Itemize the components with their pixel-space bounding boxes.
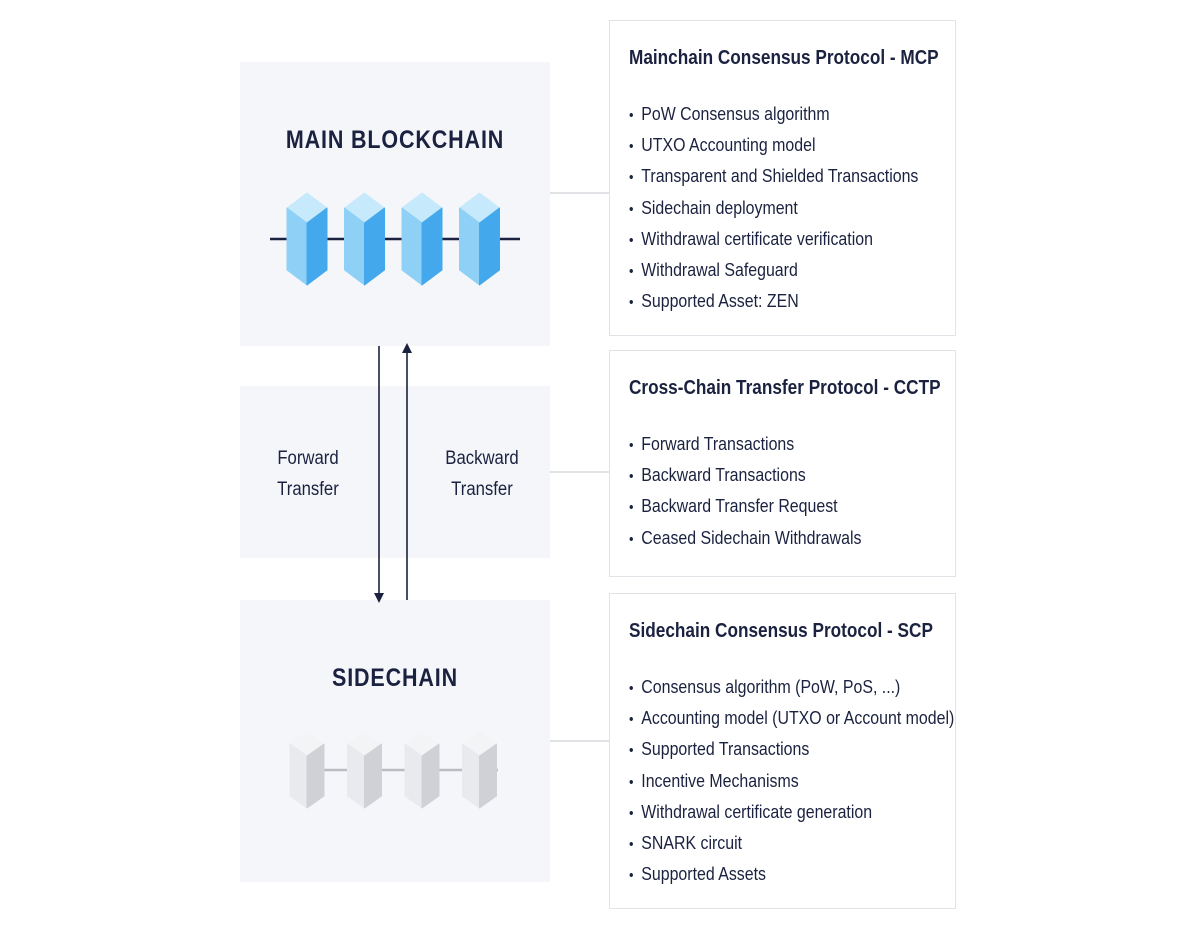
main-blockchain-panel: MAIN BLOCKCHAIN [240, 62, 550, 346]
list-item: Ceased Sidechain Withdrawals [629, 522, 861, 553]
list-item: Consensus algorithm (PoW, PoS, ...) [629, 671, 954, 702]
chain-block [404, 731, 440, 809]
cctp-card-title: Cross-Chain Transfer Protocol - CCTP [629, 377, 941, 399]
block-left-face [404, 743, 423, 809]
list-item: Withdrawal certificate verification [629, 223, 918, 254]
list-item: Backward Transactions [629, 459, 861, 490]
chain-block [401, 192, 443, 286]
backward-transfer-label: Backward Transfer [438, 443, 526, 505]
block-left-face [462, 743, 480, 809]
sidechain-title: SIDECHAIN [331, 664, 458, 692]
forward-transfer-label: Forward Transfer [264, 443, 352, 505]
forward-transfer-label-line2: Transfer [277, 479, 339, 500]
block-right-face [364, 743, 382, 809]
chain-block [347, 731, 382, 809]
list-item: Accounting model (UTXO or Account model) [629, 702, 954, 733]
list-item: Withdrawal Safeguard [629, 254, 918, 285]
list-item: Transparent and Shielded Transactions [629, 160, 918, 191]
chain-block [344, 192, 385, 286]
transfer-panel: Forward Transfer Backward Transfer [240, 386, 550, 558]
list-item: Supported Assets [629, 858, 954, 889]
backward-transfer-label-line1: Backward [445, 448, 519, 469]
list-item: Withdrawal certificate generation [629, 796, 954, 827]
cctp-card: Cross-Chain Transfer Protocol - CCTP For… [609, 350, 956, 577]
list-item: Supported Transactions [629, 733, 954, 764]
sidechain-panel: SIDECHAIN [240, 600, 550, 882]
chain-block [286, 192, 328, 286]
list-item: PoW Consensus algorithm [629, 98, 918, 129]
block-right-face [421, 207, 443, 286]
list-item: Incentive Mechanisms [629, 765, 954, 796]
chain-block [289, 731, 325, 809]
scp-feature-list: Consensus algorithm (PoW, PoS, ...) Acco… [629, 671, 1007, 889]
block-right-face [364, 207, 385, 286]
block-left-face [289, 743, 308, 809]
backward-transfer-label-line2: Transfer [451, 479, 513, 500]
block-right-face [306, 743, 325, 809]
block-left-face [347, 743, 365, 809]
block-right-face [306, 207, 328, 286]
mcp-card: Mainchain Consensus Protocol - MCP PoW C… [609, 20, 956, 336]
main-blockchain-blocks [270, 192, 520, 286]
list-item: Sidechain deployment [629, 192, 918, 223]
block-right-face [479, 743, 497, 809]
mcp-card-title: Mainchain Consensus Protocol - MCP [629, 47, 939, 69]
main-blockchain-title: MAIN BLOCKCHAIN [285, 126, 505, 154]
cctp-feature-list: Forward Transactions Backward Transactio… [629, 428, 899, 553]
block-right-face [479, 207, 500, 286]
list-item: SNARK circuit [629, 827, 954, 858]
mcp-feature-list: PoW Consensus algorithm UTXO Accounting … [629, 98, 966, 316]
list-item: Supported Asset: ZEN [629, 285, 918, 316]
scp-card-title: Sidechain Consensus Protocol - SCP [629, 620, 933, 642]
list-item: Forward Transactions [629, 428, 861, 459]
list-item: Backward Transfer Request [629, 490, 861, 521]
scp-card: Sidechain Consensus Protocol - SCP Conse… [609, 593, 956, 909]
chain-block [462, 731, 497, 809]
block-right-face [421, 743, 440, 809]
sidechain-blocks [289, 731, 498, 809]
forward-transfer-label-line1: Forward [277, 448, 339, 469]
chain-block [459, 192, 500, 286]
list-item: UTXO Accounting model [629, 129, 918, 160]
